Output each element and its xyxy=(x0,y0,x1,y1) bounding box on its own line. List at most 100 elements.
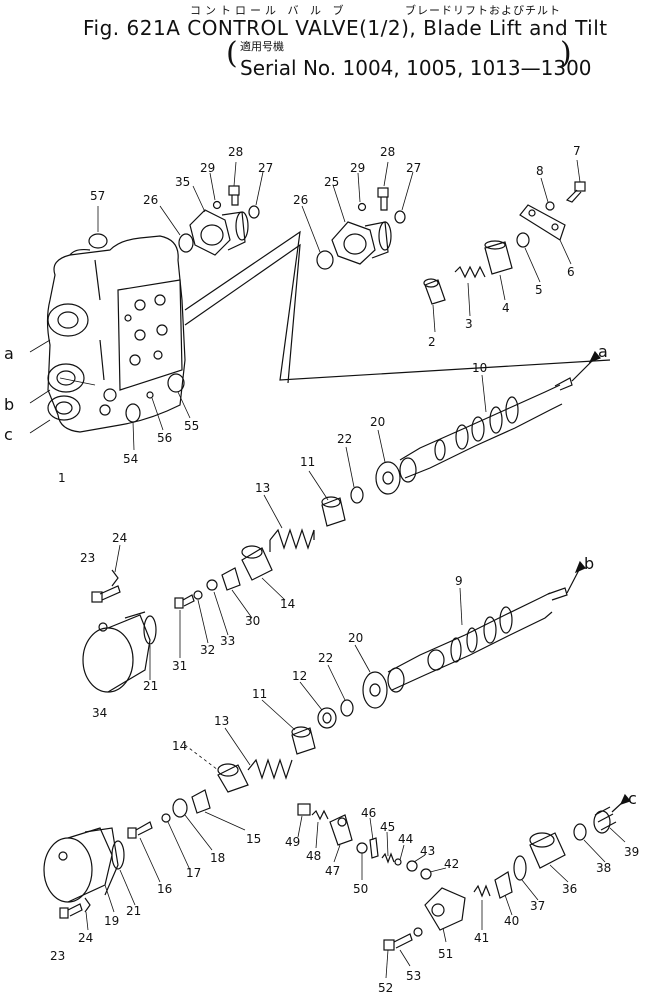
callout-38: 38 xyxy=(596,861,611,875)
seat-part-43 xyxy=(406,860,418,872)
cover-part-35 xyxy=(189,209,249,256)
callout-1: 1 xyxy=(58,471,66,485)
callout-51: 51 xyxy=(438,947,453,961)
callout-45: 45 xyxy=(380,820,395,834)
callout-19: 19 xyxy=(104,914,119,928)
japanese-subtitle: ブレードリフトおよびチルト xyxy=(405,4,561,17)
plug-part-39 xyxy=(593,806,617,834)
leader-lines xyxy=(29,159,626,979)
bolt-part-7 xyxy=(565,181,586,203)
callout-42: 42 xyxy=(444,857,459,871)
washer-part-20-upper xyxy=(375,461,401,495)
callout-11-upper: 11 xyxy=(300,455,315,469)
washer-part-33 xyxy=(206,579,218,591)
japanese-serial-label: 適用号機 xyxy=(240,40,284,53)
callout-labels: 1 2 3 4 5 6 7 8 9 10 11 11 12 13 13 14 1… xyxy=(4,144,639,995)
left-paren: ( xyxy=(226,36,238,71)
o-ring-22-lower xyxy=(340,699,354,717)
bolt-part-23-lower xyxy=(59,903,83,919)
callout-25: 25 xyxy=(324,175,339,189)
callout-9: 9 xyxy=(455,574,463,588)
spool-part-10 xyxy=(399,377,573,483)
spring-part-41 xyxy=(473,884,491,898)
letter-b-right: b xyxy=(584,554,594,573)
o-ring-42 xyxy=(420,868,432,880)
callout-24-lower: 24 xyxy=(78,931,93,945)
spring-part-13-lower xyxy=(247,758,293,780)
callout-6: 6 xyxy=(567,265,575,279)
washer-part-20-lower xyxy=(362,671,388,709)
o-ring-37 xyxy=(513,855,527,881)
body-part-47 xyxy=(329,814,353,846)
callout-22-upper: 22 xyxy=(337,432,352,446)
part-46 xyxy=(369,837,379,859)
callout-56: 56 xyxy=(157,431,172,445)
figure-title: Fig. 621A CONTROL VALVE(1/2), Blade Lift… xyxy=(83,16,608,40)
callout-18: 18 xyxy=(210,851,225,865)
callout-54: 54 xyxy=(123,452,138,466)
callout-55: 55 xyxy=(184,419,199,433)
callout-20-upper: 20 xyxy=(370,415,385,429)
callout-26-left: 26 xyxy=(143,193,158,207)
callout-10: 10 xyxy=(472,361,487,375)
callout-7: 7 xyxy=(573,144,581,158)
callout-41: 41 xyxy=(474,931,489,945)
serial-numbers: Serial No. 1004, 1005, 1013—1300 xyxy=(240,56,592,80)
callout-57: 57 xyxy=(90,189,105,203)
letter-a-left: a xyxy=(4,344,14,363)
bolt-part-16 xyxy=(127,821,153,839)
callout-46: 46 xyxy=(361,806,376,820)
callout-31: 31 xyxy=(172,659,187,673)
callout-14-upper: 14 xyxy=(280,597,295,611)
o-ring-26-left xyxy=(178,233,194,253)
bolt-part-31 xyxy=(174,594,195,609)
o-ring-21-lower xyxy=(111,840,125,870)
lock-plate-24-lower xyxy=(84,897,91,913)
callout-34: 34 xyxy=(92,706,107,720)
right-paren: ) xyxy=(560,36,572,71)
bolt-part-23-upper xyxy=(91,585,121,603)
callout-23-upper: 23 xyxy=(80,551,95,565)
o-ring-5 xyxy=(516,232,530,248)
washer-29-left xyxy=(212,200,222,210)
callout-15: 15 xyxy=(246,832,261,846)
letter-c-left: c xyxy=(4,425,13,444)
o-ring-27-mid xyxy=(394,210,406,224)
callout-30: 30 xyxy=(245,614,260,628)
callout-17: 17 xyxy=(186,866,201,880)
callout-22-lower: 22 xyxy=(318,651,333,665)
letter-c-right: c xyxy=(628,789,637,808)
spring-part-45 xyxy=(381,852,395,864)
nut-part-49 xyxy=(297,803,311,816)
plate-part-6 xyxy=(519,204,566,241)
callout-27-mid: 27 xyxy=(406,161,421,175)
japanese-title: コントロール バ ル ブ xyxy=(190,4,348,17)
callout-35: 35 xyxy=(175,175,190,189)
callout-21-upper: 21 xyxy=(143,679,158,693)
callout-29-left: 29 xyxy=(200,161,215,175)
callout-32: 32 xyxy=(200,643,215,657)
callout-44: 44 xyxy=(398,832,413,846)
o-ring-27-left xyxy=(248,205,260,219)
callout-8: 8 xyxy=(536,164,544,178)
callout-3: 3 xyxy=(465,317,473,331)
spool-part-4 xyxy=(484,240,513,275)
callout-36: 36 xyxy=(562,882,577,896)
o-ring-50 xyxy=(356,842,368,854)
title-block: コントロール バ ル ブ ブレードリフトおよびチルト Fig. 621A CON… xyxy=(0,0,654,90)
callout-37: 37 xyxy=(530,899,545,913)
callout-24-upper: 24 xyxy=(112,531,127,545)
sleeve-part-14-upper xyxy=(241,545,273,581)
bolt-28-mid xyxy=(377,187,389,211)
callout-26-mid: 26 xyxy=(293,193,308,207)
valve-body-part-1 xyxy=(46,235,186,433)
callout-21-lower: 21 xyxy=(126,904,141,918)
washer-part-17 xyxy=(161,813,171,823)
callout-2: 2 xyxy=(428,335,436,349)
callout-47: 47 xyxy=(325,864,340,878)
callout-4: 4 xyxy=(502,301,510,315)
callout-5: 5 xyxy=(535,283,543,297)
o-ring-57 xyxy=(88,233,108,249)
o-ring-21-upper xyxy=(143,615,157,645)
